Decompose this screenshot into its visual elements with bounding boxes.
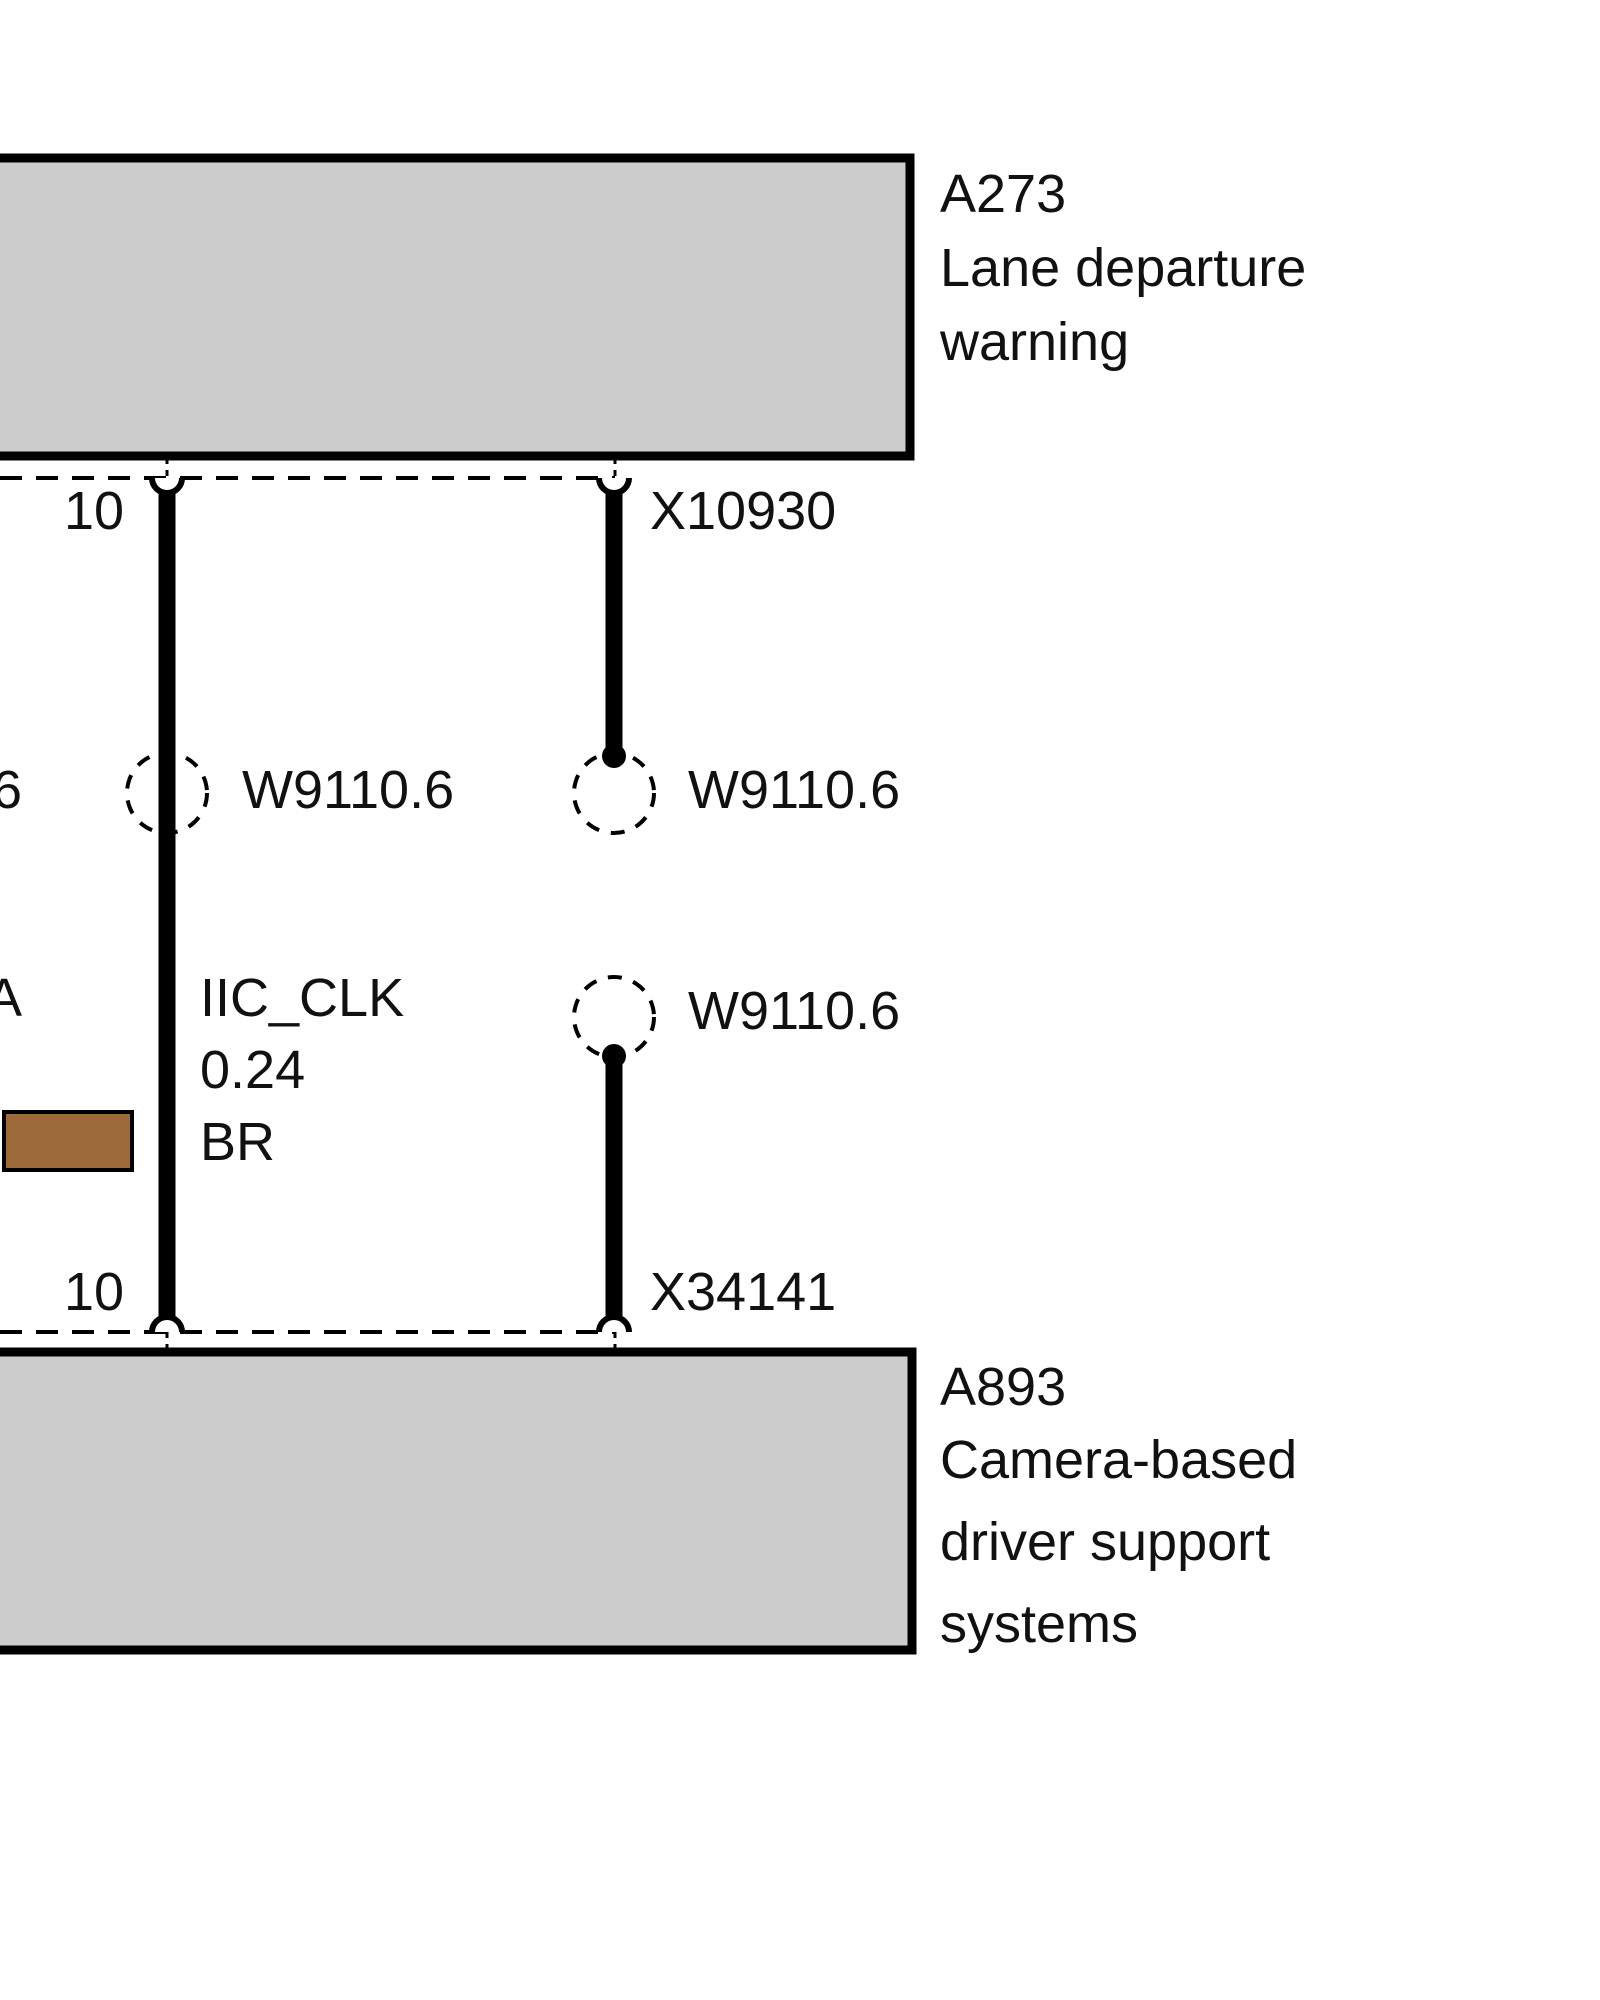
wire-partial-left-label: A	[0, 968, 22, 1028]
component-a273-box	[0, 153, 915, 461]
pin-terminal-bottom-right	[596, 1314, 632, 1333]
splice-right-upper-label: W9110.6	[688, 760, 900, 820]
wire-gauge-label: 0.24	[200, 1040, 305, 1100]
component-a273-desc-2: warning	[939, 312, 1129, 372]
component-a893-box	[0, 1347, 917, 1655]
splice-right-lower-dot	[602, 1044, 626, 1068]
pin-terminal-bottom-left	[149, 1314, 185, 1333]
pin-terminal-top-right	[596, 477, 632, 496]
connector-x10930-pin: 10	[64, 481, 124, 541]
component-a893-desc-2: driver support	[940, 1512, 1270, 1572]
wire-color-label: BR	[200, 1112, 275, 1172]
splice-right-upper-dot	[602, 744, 626, 768]
component-a273-desc-1: Lane departure	[940, 238, 1306, 298]
splice-mid-circle	[125, 751, 209, 835]
splice-right-lower-label: W9110.6	[688, 981, 900, 1041]
connector-x34141-label: X34141	[650, 1262, 836, 1322]
component-a273-id: A273	[940, 164, 1066, 224]
splice-left-partial-label: 6	[0, 760, 22, 820]
pin-terminal-top-left	[149, 477, 185, 496]
wire-signal-label: IIC_CLK	[200, 968, 404, 1028]
connector-x10930-label: X10930	[650, 481, 836, 541]
component-a893-desc-3: systems	[940, 1594, 1138, 1654]
connector-x34141-pin: 10	[64, 1262, 124, 1322]
splice-mid-label: W9110.6	[242, 760, 454, 820]
component-a893-desc-1: Camera-based	[940, 1430, 1297, 1490]
wire-color-swatch	[2, 1110, 134, 1172]
component-a893-id: A893	[940, 1357, 1066, 1417]
